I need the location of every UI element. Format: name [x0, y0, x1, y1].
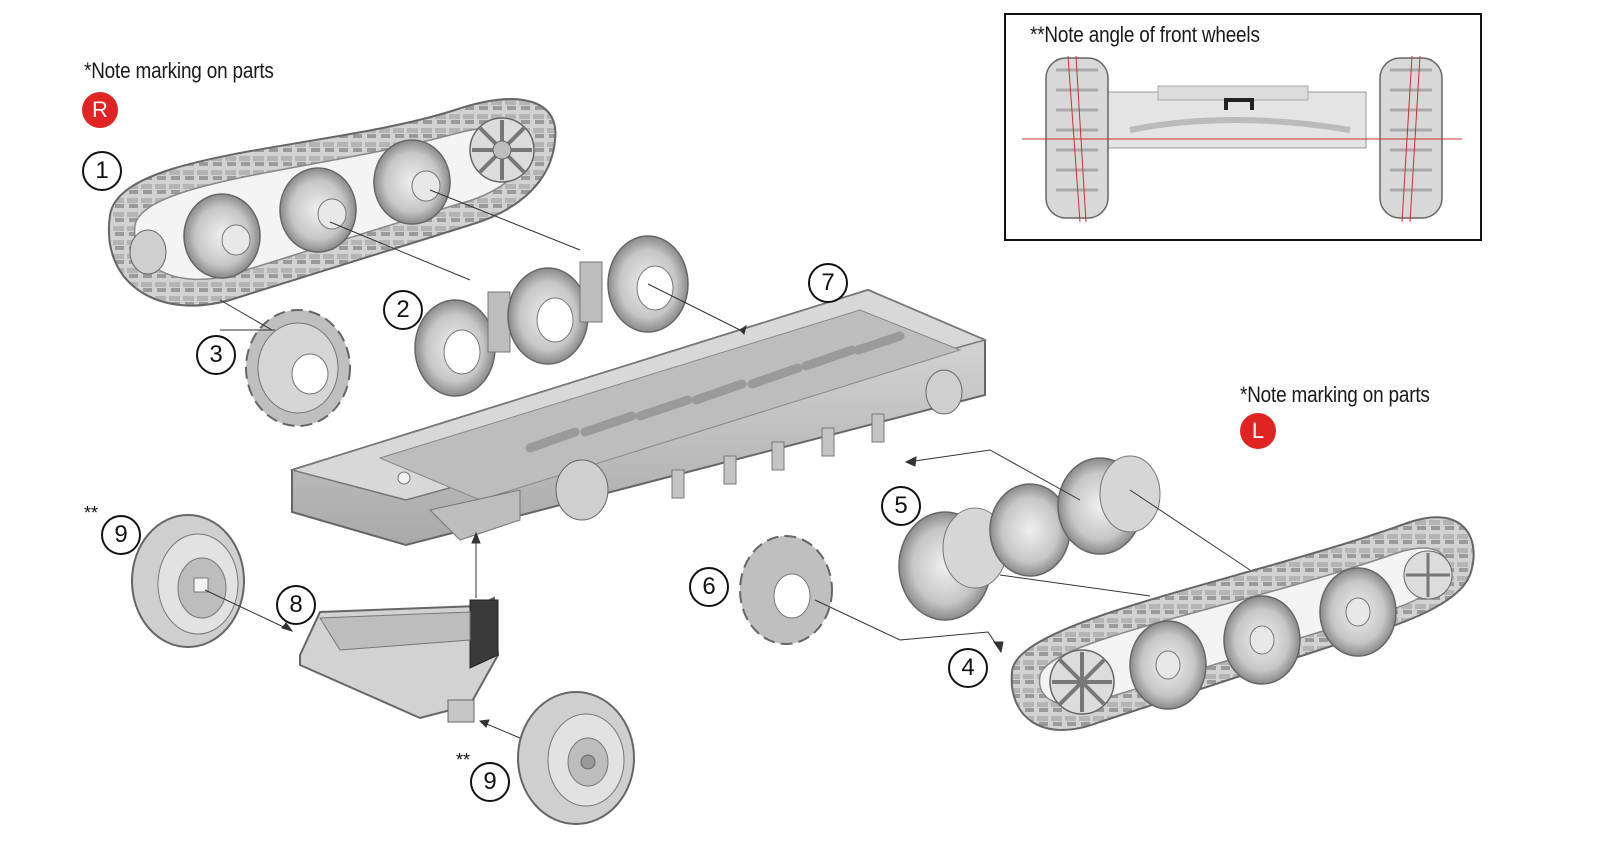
- sprocket-hub: [1403, 550, 1453, 600]
- road-wheel-set-left: [898, 455, 1161, 621]
- callout-part-2: 2: [383, 290, 423, 330]
- callout-part-4: 4: [948, 648, 988, 688]
- note-marking-left: *Note marking on parts: [1240, 382, 1430, 407]
- callout-part-8: 8: [276, 585, 316, 625]
- callout-part-6: 6: [689, 567, 729, 607]
- callout-part-3: 3: [196, 335, 236, 375]
- inset-front-axle-view: [1022, 55, 1462, 223]
- front-wheel-lower: [517, 691, 635, 825]
- road-wheel: [183, 193, 261, 279]
- left-side-badge: L: [1240, 413, 1276, 449]
- inset-frame: [1004, 13, 1482, 241]
- callout-part-5: 5: [881, 486, 921, 526]
- note-front-wheel-angle: **Note angle of front wheels: [1030, 22, 1260, 47]
- sprocket-hub: [129, 229, 167, 275]
- callout-part-7: 7: [808, 263, 848, 303]
- front-axle-bracket: [299, 596, 500, 723]
- track-assembly-right: [107, 98, 557, 307]
- assembly-guide-lines: [204, 189, 1251, 739]
- sprocket-left: [739, 535, 833, 645]
- note-marking-right: *Note marking on parts: [84, 58, 274, 83]
- inset-wheel-left: [1045, 57, 1109, 219]
- chassis-frame: [289, 288, 988, 547]
- callout-part-9-lower: 9: [470, 762, 510, 802]
- right-side-badge: R: [82, 92, 118, 128]
- sprocket-right: [245, 309, 351, 427]
- track-assembly-left: [1010, 516, 1475, 731]
- idler-wheel: [469, 117, 535, 183]
- callout-part-1: 1: [82, 151, 122, 191]
- double-star-marker-upper: **: [84, 503, 99, 523]
- road-wheel: [373, 139, 451, 225]
- front-wheel-upper: [131, 514, 245, 648]
- road-wheel: [279, 167, 357, 253]
- idler-wheel: [1049, 649, 1115, 715]
- callout-part-9-upper: 9: [101, 515, 141, 555]
- double-star-marker-lower: **: [456, 750, 471, 770]
